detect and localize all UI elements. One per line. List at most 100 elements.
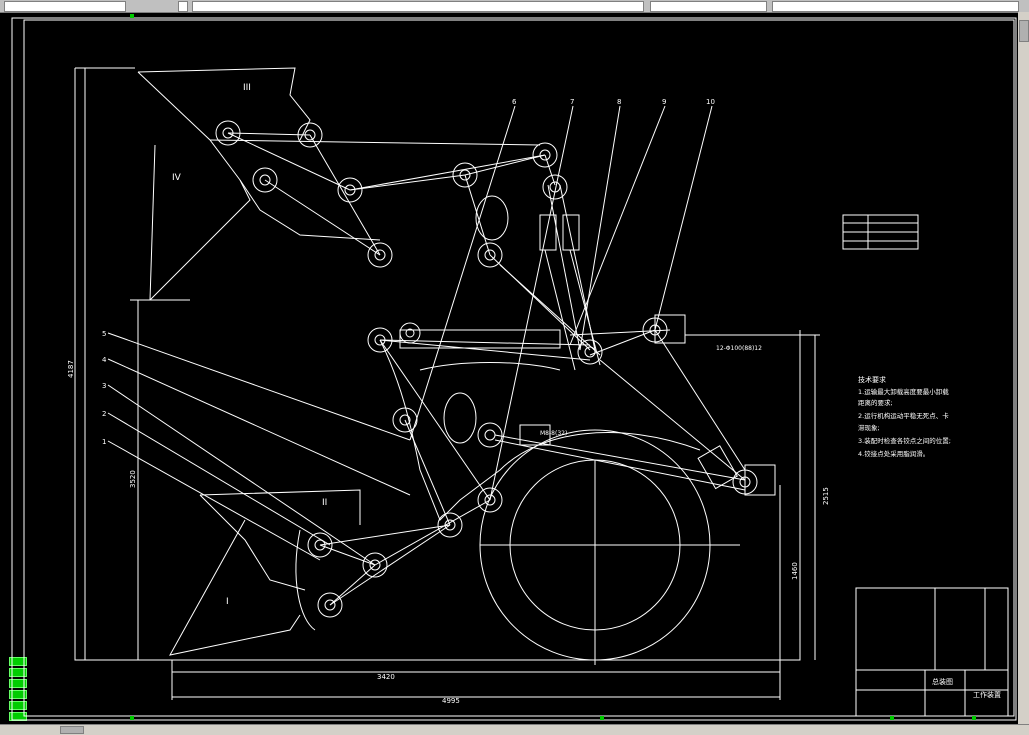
link-arm (569, 329, 671, 336)
hydraulic-cylinder (519, 424, 551, 446)
link-arm (319, 544, 376, 566)
link-arm (329, 524, 451, 606)
part-number: 3 (102, 382, 106, 390)
dimension-text: 3520 (129, 470, 137, 488)
link-arm (329, 564, 376, 606)
boom-body (379, 339, 701, 521)
green-markers (130, 14, 976, 720)
top-toolbar (0, 0, 1029, 13)
dimension-text: 1460 (791, 562, 799, 580)
link-arm (379, 339, 491, 501)
bucket-upper (137, 67, 311, 141)
layer-tab[interactable] (9, 690, 27, 699)
tech-req-line: 距离的要求; (858, 398, 893, 407)
leader-line (654, 105, 713, 331)
dimension-text: 2515 (822, 487, 830, 505)
roman-label-iv: IV (172, 173, 182, 183)
horizontal-scrollbar[interactable] (0, 724, 1029, 735)
link-arm (209, 139, 541, 146)
part-number: 8 (617, 98, 621, 106)
scroll-thumb[interactable] (1019, 20, 1029, 42)
boom-hole (443, 392, 477, 444)
part-number: 5 (102, 330, 106, 338)
part-number: 10 (706, 98, 715, 106)
bucket-lower (199, 489, 361, 525)
layer-tab[interactable] (9, 657, 27, 666)
link-arm (349, 154, 546, 191)
callout-text: 12-Φ100(88)12 (716, 345, 762, 352)
roman-label-iii: III (243, 83, 251, 93)
layer-tab[interactable] (9, 668, 27, 677)
hydraulic-cylinder (562, 214, 580, 251)
bucket-upper-wall (149, 144, 190, 301)
dimension-text: 3420 (377, 673, 395, 681)
dimension-text: 4995 (442, 697, 460, 705)
tech-req-line: 4.铰接点处采用脂润滑。 (858, 449, 929, 458)
cylinder-rod (547, 184, 581, 351)
part-number: 2 (102, 410, 106, 418)
cylinder-rod (379, 339, 591, 361)
leader-line (489, 105, 574, 501)
part-number: 6 (512, 98, 517, 106)
outer-border (11, 17, 1017, 721)
cylinder-rod (494, 439, 746, 491)
tech-req-title: 技术要求 (858, 375, 886, 384)
link-arm (599, 359, 746, 481)
part-number: 7 (570, 98, 574, 106)
tech-req-line: 1.运输最大卸载高度要最小卸载 (858, 387, 949, 396)
leader-line (569, 105, 666, 346)
boom-body (419, 362, 561, 371)
part-number: 1 (102, 438, 106, 446)
hydraulic-cylinder (539, 214, 557, 251)
toolbar-field[interactable] (178, 1, 188, 12)
tech-req-line: 滞现象; (858, 423, 880, 432)
hydraulic-cylinder (697, 445, 738, 490)
layer-tab[interactable] (9, 701, 27, 710)
tech-req-line: 2.运行机构运动平稳无死点、卡 (858, 411, 949, 420)
link-arm (309, 134, 381, 256)
part-number: 4 (102, 356, 107, 364)
scroll-thumb[interactable] (60, 726, 84, 734)
bucket-lower (199, 494, 306, 591)
leader-line (107, 440, 321, 561)
title-block-assembly: 总装图 (932, 677, 953, 686)
roman-label-i: I (226, 597, 229, 607)
dimension-text: 4187 (67, 360, 75, 378)
leader-line (409, 105, 516, 441)
link-arm (654, 329, 746, 471)
leader-line (107, 358, 411, 496)
inner-border (23, 19, 1015, 717)
link-arm (374, 499, 491, 566)
leader-line (107, 332, 411, 441)
link-arm (227, 132, 311, 136)
leader-line (107, 384, 376, 566)
part-number: 9 (662, 98, 666, 106)
cylinder-rod (494, 434, 746, 481)
link-arm (227, 132, 351, 191)
callout-text: M8-8(32) (540, 430, 567, 437)
boom-hole (475, 195, 509, 241)
link-arm (464, 154, 546, 176)
link-arm (499, 264, 601, 356)
outline-frame (74, 68, 801, 661)
bucket-lower-wall (295, 529, 316, 631)
toolbar-field[interactable] (192, 1, 644, 12)
link-arm (319, 524, 451, 546)
link-arm (349, 174, 466, 191)
pin-bracket (744, 464, 776, 496)
layer-tab[interactable] (9, 679, 27, 688)
link-arm (464, 174, 491, 256)
bucket-upper (137, 71, 381, 241)
title-block-title: 工作装置 (973, 690, 1001, 699)
vertical-scrollbar[interactable] (1018, 12, 1029, 724)
title-block (855, 587, 1009, 717)
toolbar-field[interactable] (772, 1, 1019, 12)
cylinder-rod (379, 339, 591, 346)
leader-line (107, 412, 331, 546)
cad-drawing-canvas[interactable]: III IV II I 5 4 3 2 1 6 7 8 9 10 4187 35… (0, 0, 1018, 724)
bucket-lower-wall (169, 519, 301, 656)
toolbar-field[interactable] (650, 1, 767, 12)
tech-req-line: 3.装配时检查各铰点之间的位置; (858, 436, 951, 445)
toolbar-field[interactable] (4, 1, 126, 12)
cylinder-rod (544, 249, 576, 371)
